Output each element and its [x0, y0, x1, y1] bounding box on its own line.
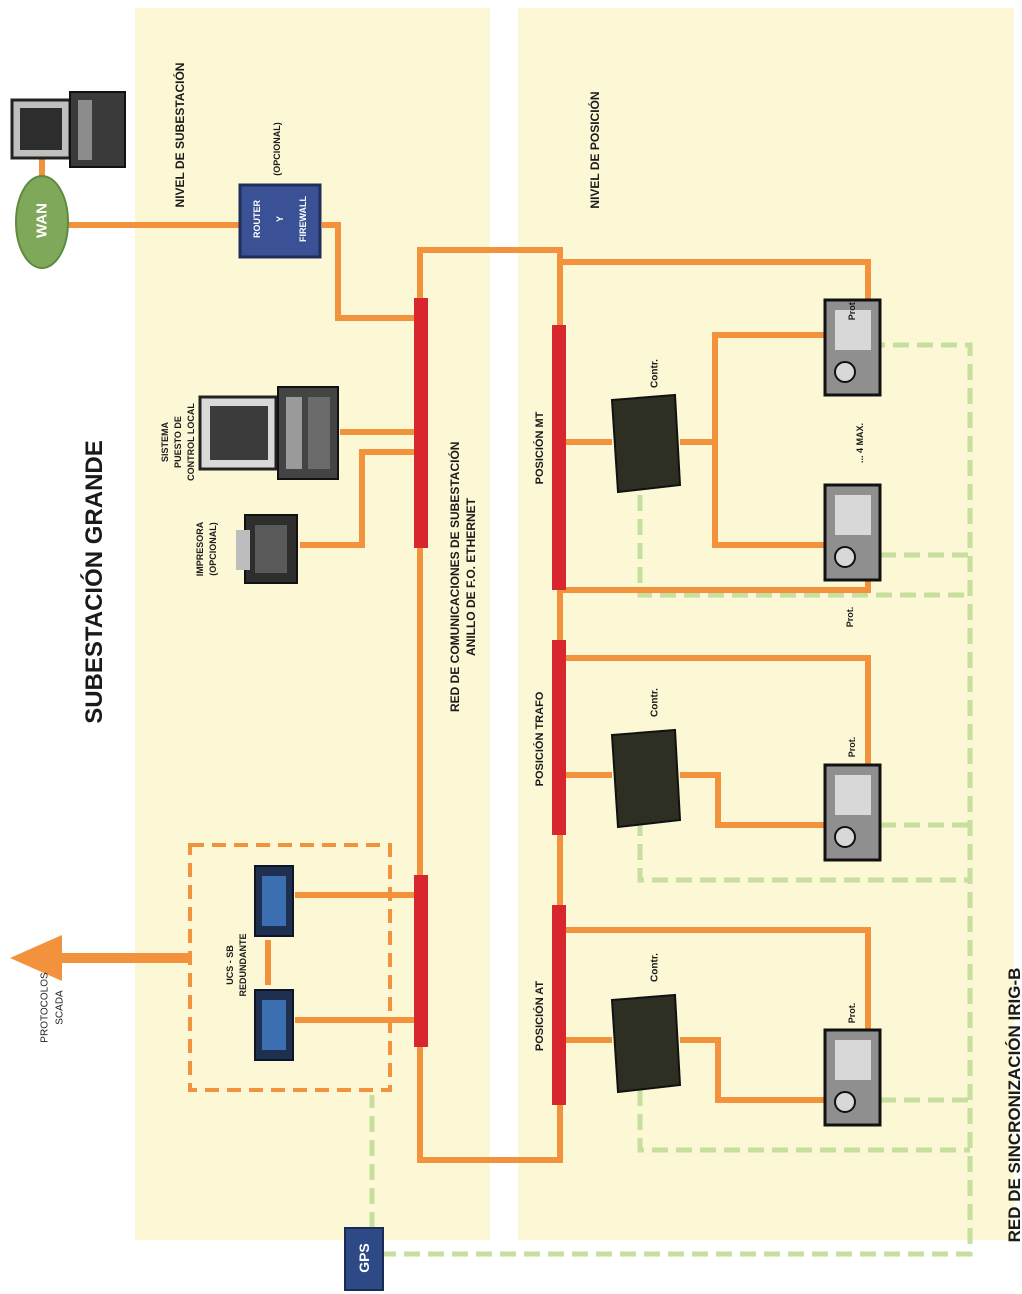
- hmi-label-2: PUESTO DE: [173, 416, 183, 468]
- router-ring-link: [322, 222, 420, 321]
- hmi-label-1: SISTEMA: [160, 422, 170, 463]
- ring-outline: [417, 247, 563, 1163]
- protection-relays: [823, 298, 882, 1127]
- sync-network-label: RED DE SINCRONIZACIÓN IRIG-B: [1005, 967, 1022, 1243]
- scada-label-2: SCADA: [54, 990, 66, 1025]
- router-label-3: FIREWALL: [298, 196, 308, 242]
- sync-network-lines: [369, 342, 973, 1257]
- router-optional-label: (OPCIONAL): [272, 122, 282, 176]
- gateway-label-1: UCS - SB: [225, 945, 235, 985]
- bus-label-line2: ANILLO DE F.O. ETHERNET: [464, 498, 478, 657]
- ethernet-links: [39, 150, 871, 1163]
- contr-trafo-label: Contr.: [649, 688, 661, 717]
- gateway-label-2: REDUNDANTE: [238, 933, 248, 997]
- gateway-dashed-box: [188, 843, 392, 1092]
- router-label-2: Y: [275, 216, 285, 223]
- at-contr-prot-link: [680, 1037, 825, 1103]
- mt-contr-prot2-link: [712, 442, 825, 548]
- printer-icon: [236, 514, 298, 584]
- gateway-units: [254, 865, 294, 1061]
- position-trafo-label: POSICIÓN TRAFO: [534, 691, 546, 787]
- scada-label-1: PROTOCOLOS: [39, 972, 51, 1043]
- position-mt-label: POSICIÓN MT: [534, 411, 546, 485]
- sync-bottom-line: [380, 342, 973, 1257]
- sync-contr-trafo: [637, 820, 970, 883]
- ring-highlights: [414, 298, 566, 1105]
- position-level-panel: [518, 8, 1014, 1240]
- mt-contr-prot-link: [680, 332, 825, 445]
- position-level-label: NIVEL DE POSICIÓN: [588, 91, 602, 209]
- hmi-workstation-icon: [198, 386, 339, 480]
- printer-label-1: IMPRESORA: [195, 521, 205, 577]
- prot-mt2-label: Prot.: [845, 606, 855, 628]
- mt-prot-link: [560, 259, 871, 300]
- trafo-prot-link: [560, 655, 871, 765]
- gps-box: [344, 1227, 384, 1291]
- mt-bus-return: [560, 580, 871, 593]
- contr-at-label: Contr.: [649, 953, 661, 982]
- substation-level-label: NIVEL DE SUBESTACIÓN: [173, 62, 187, 208]
- wan-label: WAN: [33, 203, 51, 238]
- prot-mt1-label: Prot.: [847, 299, 857, 321]
- main-title: SUBESTACIÓN GRANDE: [81, 440, 108, 724]
- sync-contr-at: [637, 1090, 970, 1153]
- hmi-label-3: CONTROL LOCAL: [186, 403, 196, 481]
- at-prot-link: [560, 927, 871, 1030]
- wan-cloud-shape: [15, 175, 69, 269]
- scada-arrow: [10, 935, 190, 981]
- router-box: [238, 183, 322, 259]
- bus-label-line1: RED DE COMUNICACIONES DE SUBESTACIÓN: [448, 441, 462, 712]
- range-max-label: ... 4 MAX.: [855, 423, 865, 464]
- sync-contr-mt: [637, 495, 970, 598]
- contr-mt-label: Contr.: [649, 359, 661, 388]
- prot-trafo-label: Prot.: [847, 736, 857, 758]
- gps-label: GPS: [356, 1243, 372, 1273]
- remote-workstation-icon: [10, 91, 126, 168]
- position-at-label: POSICIÓN AT: [534, 980, 546, 1052]
- prot-at-label: Prot.: [847, 1002, 857, 1024]
- trafo-contr-prot-link: [680, 772, 825, 828]
- printer-ring-link: [300, 449, 420, 548]
- router-label-1: ROUTER: [252, 200, 262, 238]
- controller-units: [610, 393, 682, 1094]
- printer-label-2: (OPCIONAL): [208, 522, 218, 576]
